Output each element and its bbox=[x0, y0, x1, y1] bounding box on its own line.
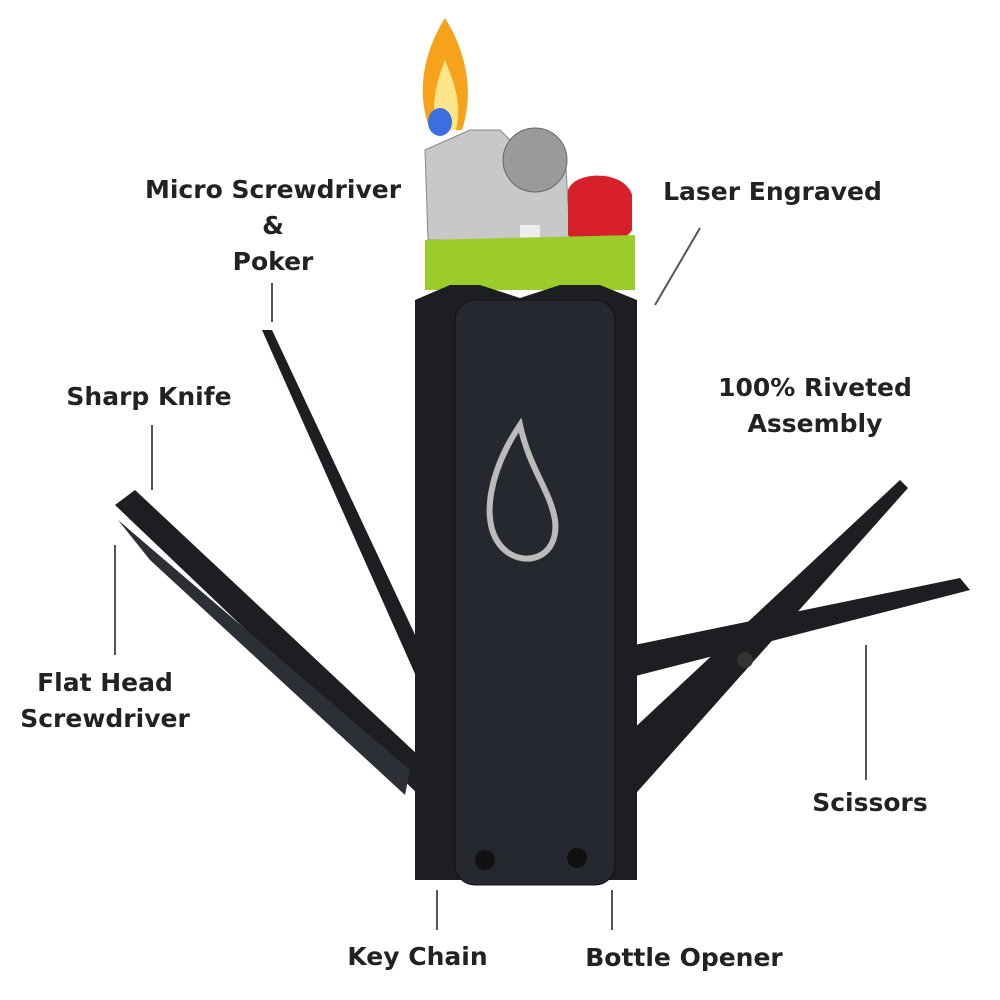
label-line: 100% Riveted bbox=[718, 373, 912, 402]
label-bottle-opener: Bottle Opener bbox=[585, 943, 783, 972]
label-sharp-knife: Sharp Knife bbox=[66, 382, 232, 411]
flame bbox=[422, 18, 468, 136]
label-line: & bbox=[262, 211, 284, 240]
lighter-head bbox=[424, 127, 635, 290]
label-micro-screwdriver: Micro Screwdriver & Poker bbox=[143, 172, 403, 280]
label-line: Poker bbox=[232, 247, 314, 276]
label-key-chain: Key Chain bbox=[347, 942, 488, 971]
lighter-body bbox=[415, 285, 637, 886]
label-riveted-assembly: 100% Riveted Assembly bbox=[700, 370, 930, 442]
label-scissors: Scissors bbox=[812, 788, 928, 817]
tools bbox=[115, 330, 970, 815]
label-line: Screwdriver bbox=[20, 704, 190, 733]
label-flat-head-screwdriver: Flat Head Screwdriver bbox=[5, 665, 205, 737]
label-line: Flat Head bbox=[37, 668, 173, 697]
label-line: Assembly bbox=[747, 409, 883, 438]
label-laser-engraved: Laser Engraved bbox=[663, 177, 882, 206]
flame-logo bbox=[486, 417, 559, 562]
label-line: Micro Screwdriver bbox=[144, 175, 402, 204]
leader-lines bbox=[114, 227, 867, 930]
